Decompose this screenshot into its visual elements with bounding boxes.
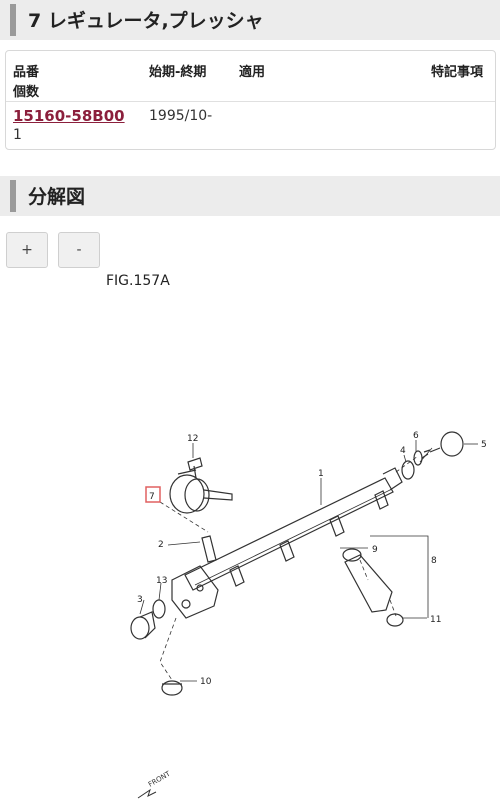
diagram-header: 分解図 bbox=[0, 176, 500, 216]
period-value: 1995/10- bbox=[149, 108, 213, 124]
fuel-rail bbox=[184, 467, 403, 591]
header-applies: 適用 bbox=[239, 65, 266, 80]
injector bbox=[342, 548, 404, 627]
figure-label: FIG.157A bbox=[106, 273, 170, 289]
header-qty: 個数 bbox=[13, 85, 40, 100]
callout-7[interactable]: 7 bbox=[149, 492, 155, 502]
zoom-in-button[interactable]: + bbox=[6, 232, 48, 268]
callout-8[interactable]: 8 bbox=[431, 556, 437, 566]
part-title: 7 レギュレータ,プレッシャ bbox=[28, 10, 264, 32]
callout-13[interactable]: 13 bbox=[156, 576, 167, 586]
table-divider bbox=[6, 101, 495, 102]
diagram-title: 分解図 bbox=[28, 186, 86, 208]
qty-value: 1 bbox=[13, 127, 22, 143]
header-accent-bar bbox=[10, 4, 16, 36]
o-ring-6 bbox=[413, 450, 423, 466]
fitting-5 bbox=[419, 431, 464, 463]
part-number-link[interactable]: 15160-58B00 bbox=[13, 107, 125, 125]
plug-3 bbox=[130, 611, 156, 640]
pressure-regulator bbox=[169, 469, 233, 514]
callout-12[interactable]: 12 bbox=[187, 434, 198, 444]
callout-1[interactable]: 1 bbox=[318, 469, 324, 479]
part-header: 7 レギュレータ,プレッシャ bbox=[0, 0, 500, 40]
header-period: 始期-終期 bbox=[149, 65, 207, 80]
callout-6[interactable]: 6 bbox=[413, 431, 419, 441]
callout-9[interactable]: 9 bbox=[372, 545, 378, 555]
bolt-12 bbox=[187, 457, 203, 479]
o-ring-4 bbox=[401, 460, 415, 480]
fitting-10 bbox=[161, 680, 183, 696]
gasket-13 bbox=[152, 599, 166, 619]
header-notes: 特記事項 bbox=[431, 65, 484, 80]
bolt-2 bbox=[201, 535, 217, 563]
callout-3[interactable]: 3 bbox=[137, 595, 143, 605]
header-accent-bar bbox=[10, 180, 16, 212]
header-part-no: 品番 bbox=[13, 65, 40, 80]
front-arrow: FRONT bbox=[137, 769, 172, 799]
zoom-out-button[interactable]: - bbox=[58, 232, 100, 268]
leader-lines bbox=[139, 440, 478, 682]
callout-highlight bbox=[145, 486, 161, 503]
part-info-card: 品番 始期-終期 適用 特記事項 個数 15160-58B00 1995/10-… bbox=[5, 50, 496, 150]
front-label: FRONT bbox=[147, 769, 172, 788]
callout-2[interactable]: 2 bbox=[158, 540, 164, 550]
callout-11[interactable]: 11 bbox=[430, 615, 441, 625]
callout-10[interactable]: 10 bbox=[200, 677, 212, 687]
callout-5[interactable]: 5 bbox=[481, 440, 487, 450]
callout-4[interactable]: 4 bbox=[400, 446, 406, 456]
rail-end-block bbox=[171, 565, 219, 619]
guide-lines bbox=[159, 455, 419, 681]
